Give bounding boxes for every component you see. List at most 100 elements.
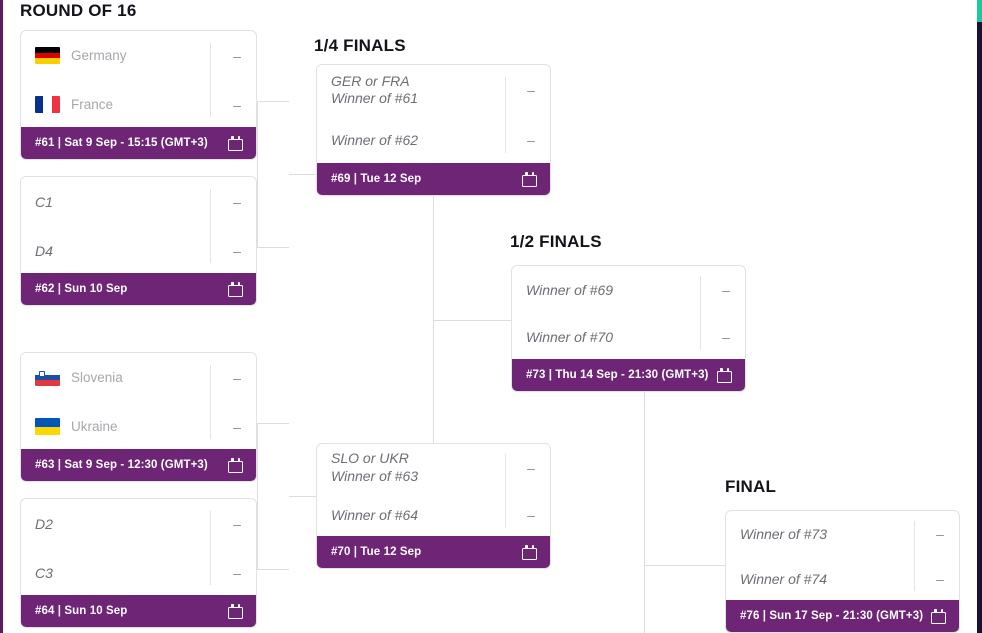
match-63-team-2-name: Ukraine: [71, 419, 118, 434]
match-61-team-row-2[interactable]: France –: [21, 80, 256, 129]
match-69-body: GER or FRA Winner of #61 – Winner of #62…: [317, 65, 550, 165]
match-76-body: Winner of #73 – Winner of #74 –: [726, 511, 959, 602]
match-76-team-2: Winner of #74: [726, 571, 921, 587]
match-63-footer[interactable]: #63 | Sat 9 Sep - 12:30 (GMT+3): [21, 449, 256, 481]
calendar-icon[interactable]: [522, 171, 537, 187]
match-70-team-1-name-secondary: Winner of #63: [331, 467, 419, 484]
scrollbar-thumb[interactable]: [977, 0, 982, 22]
connector-to-sf-73: [433, 320, 511, 321]
match-62-team-1-name: C1: [35, 193, 53, 210]
match-69-team-1-name-primary: GER or FRA: [331, 72, 410, 89]
match-69-team-1-name: GER or FRA Winner of #61: [331, 73, 418, 108]
match-61-team-row-1[interactable]: Germany –: [21, 31, 256, 80]
match-63-footer-label: #63 | Sat 9 Sep - 12:30 (GMT+3): [35, 459, 208, 471]
match-69-footer[interactable]: #69 | Tue 12 Sep: [317, 163, 550, 195]
match-63-team-row-2[interactable]: Ukraine –: [21, 402, 256, 451]
match-card-76[interactable]: Winner of #73 – Winner of #74 – #76 | Su…: [725, 510, 960, 633]
round-title-round-of-16: ROUND OF 16: [20, 1, 137, 20]
match-73-footer[interactable]: #73 | Thu 14 Sep - 21:30 (GMT+3): [512, 359, 745, 391]
match-63-score-divider: [210, 365, 211, 439]
match-64-team-1: D2: [21, 516, 218, 532]
match-63-team-2: Ukraine: [21, 418, 218, 435]
calendar-icon[interactable]: [228, 281, 243, 297]
match-62-team-row-1[interactable]: C1 –: [21, 177, 256, 226]
match-64-team-1-name: D2: [35, 515, 53, 532]
match-61-team-2-name: France: [71, 97, 114, 112]
match-70-body: SLO or UKR Winner of #63 – Winner of #64…: [317, 444, 550, 538]
match-64-footer[interactable]: #64 | Sun 10 Sep: [21, 595, 256, 627]
match-69-score-divider: [505, 77, 506, 153]
match-69-team-row-1[interactable]: GER or FRA Winner of #61 –: [317, 65, 550, 115]
match-62-team-2: D4: [21, 243, 218, 259]
match-63-team-1: Slovenia: [21, 369, 218, 386]
flag-ukraine-icon: [35, 418, 60, 435]
match-73-team-1-score: –: [722, 281, 730, 298]
connector-r16-64-horizontal: [257, 569, 289, 570]
match-64-team-1-score: –: [233, 515, 241, 532]
match-76-footer[interactable]: #76 | Sun 17 Sep - 21:30 (GMT+3): [726, 600, 959, 632]
match-62-footer-label: #62 | Sun 10 Sep: [35, 283, 128, 295]
calendar-icon[interactable]: [931, 608, 946, 624]
match-64-score-divider: [210, 511, 211, 585]
match-62-footer[interactable]: #62 | Sun 10 Sep: [21, 273, 256, 305]
match-70-footer[interactable]: #70 | Tue 12 Sep: [317, 536, 550, 568]
calendar-icon[interactable]: [522, 544, 537, 560]
connector-r16-62-horizontal: [257, 247, 289, 248]
match-69-team-2-name: Winner of #62: [331, 132, 419, 148]
match-64-team-2-name: C3: [35, 564, 53, 581]
round-title-quarter-finals: 1/4 FINALS: [314, 36, 406, 55]
match-61-footer[interactable]: #61 | Sat 9 Sep - 15:15 (GMT+3): [21, 127, 256, 159]
match-62-team-1: C1: [21, 194, 218, 210]
connector-to-qf-69: [289, 174, 316, 175]
match-card-62[interactable]: C1 – D4 – #62 | Sun 10 Sep: [20, 176, 257, 306]
vertical-scrollbar[interactable]: [977, 0, 982, 633]
match-64-team-row-1[interactable]: D2 –: [21, 499, 256, 548]
match-70-team-1-name: SLO or UKR Winner of #63: [331, 450, 418, 485]
calendar-icon[interactable]: [228, 603, 243, 619]
match-64-team-2-score: –: [233, 564, 241, 581]
match-62-team-row-2[interactable]: D4 –: [21, 226, 256, 275]
match-70-team-row-2[interactable]: Winner of #64 –: [317, 491, 550, 538]
match-76-team-row-2[interactable]: Winner of #74 –: [726, 556, 959, 602]
match-76-team-2-name: Winner of #74: [740, 571, 828, 587]
match-card-73[interactable]: Winner of #69 – Winner of #70 – #73 | Th…: [511, 265, 746, 392]
match-64-team-row-2[interactable]: C3 –: [21, 548, 256, 597]
match-63-team-row-1[interactable]: Slovenia –: [21, 353, 256, 402]
match-73-team-1: Winner of #69: [512, 282, 707, 298]
match-76-team-1-name: Winner of #73: [740, 525, 828, 542]
match-76-team-2-score: –: [936, 571, 944, 587]
match-76-team-row-1[interactable]: Winner of #73 –: [726, 511, 959, 556]
flag-germany-icon: [35, 47, 60, 64]
match-62-team-2-name: D4: [35, 242, 53, 259]
match-73-team-row-2[interactable]: Winner of #70 –: [512, 313, 745, 361]
match-73-score-divider: [700, 276, 701, 350]
match-62-team-2-score: –: [233, 242, 241, 259]
match-76-score-divider: [914, 521, 915, 591]
match-61-team-1-name: Germany: [71, 48, 127, 63]
calendar-icon[interactable]: [228, 457, 243, 473]
match-69-team-row-2[interactable]: Winner of #62 –: [317, 115, 550, 165]
match-70-team-2: Winner of #64: [317, 507, 512, 523]
connector-sf-vertical: [644, 392, 645, 633]
match-73-team-2: Winner of #70: [512, 329, 707, 345]
match-card-69[interactable]: GER or FRA Winner of #61 – Winner of #62…: [316, 64, 551, 196]
match-70-team-row-1[interactable]: SLO or UKR Winner of #63 –: [317, 444, 550, 491]
match-61-team-1-score: –: [233, 47, 241, 64]
match-61-team-1: Germany: [21, 47, 218, 64]
match-card-70[interactable]: SLO or UKR Winner of #63 – Winner of #64…: [316, 443, 551, 569]
match-73-team-row-1[interactable]: Winner of #69 –: [512, 266, 745, 313]
match-63-team-2-score: –: [233, 418, 241, 435]
match-card-63[interactable]: Slovenia – Ukraine – #63 | Sat 9 Sep - 1…: [20, 352, 257, 482]
match-73-team-2-score: –: [722, 329, 730, 345]
match-73-body: Winner of #69 – Winner of #70 –: [512, 266, 745, 361]
match-76-team-1-score: –: [936, 525, 944, 542]
match-card-64[interactable]: D2 – C3 – #64 | Sun 10 Sep: [20, 498, 257, 628]
match-62-team-1-score: –: [233, 193, 241, 210]
calendar-icon[interactable]: [228, 135, 243, 151]
match-76-footer-label: #76 | Sun 17 Sep - 21:30 (GMT+3): [740, 610, 924, 622]
calendar-icon[interactable]: [717, 367, 732, 383]
match-61-score-divider: [210, 43, 211, 117]
match-card-61[interactable]: Germany – France – #61 | Sat 9 Sep - 15:…: [20, 30, 257, 160]
round-title-semi-finals: 1/2 FINALS: [510, 232, 602, 251]
